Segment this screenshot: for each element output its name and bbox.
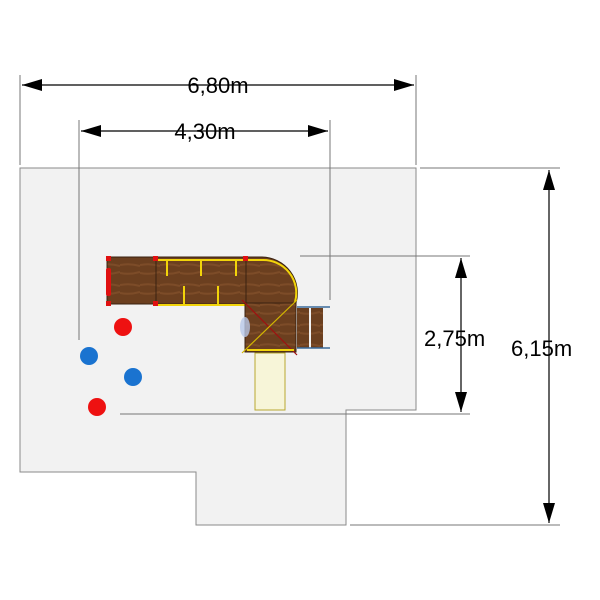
extension-lines <box>19 75 560 526</box>
ladder <box>297 306 330 349</box>
dim-label-equipment-width: 4,30m <box>174 119 235 144</box>
red-spring-rider <box>88 398 106 416</box>
play-equipment <box>106 256 330 411</box>
tower-window <box>240 317 250 337</box>
red-spring-rider <box>114 318 132 336</box>
slide <box>254 352 286 411</box>
dim-label-total-depth: 6,15m <box>511 336 572 361</box>
platform-left <box>106 256 157 305</box>
blue-spring-rider <box>124 368 142 386</box>
dim-label-equipment-depth: 2,75m <box>424 326 485 351</box>
dimension-lines <box>22 79 555 523</box>
dim-label-total-width: 6,80m <box>187 73 248 98</box>
blue-spring-rider <box>80 347 98 365</box>
tower-platform <box>244 302 297 353</box>
